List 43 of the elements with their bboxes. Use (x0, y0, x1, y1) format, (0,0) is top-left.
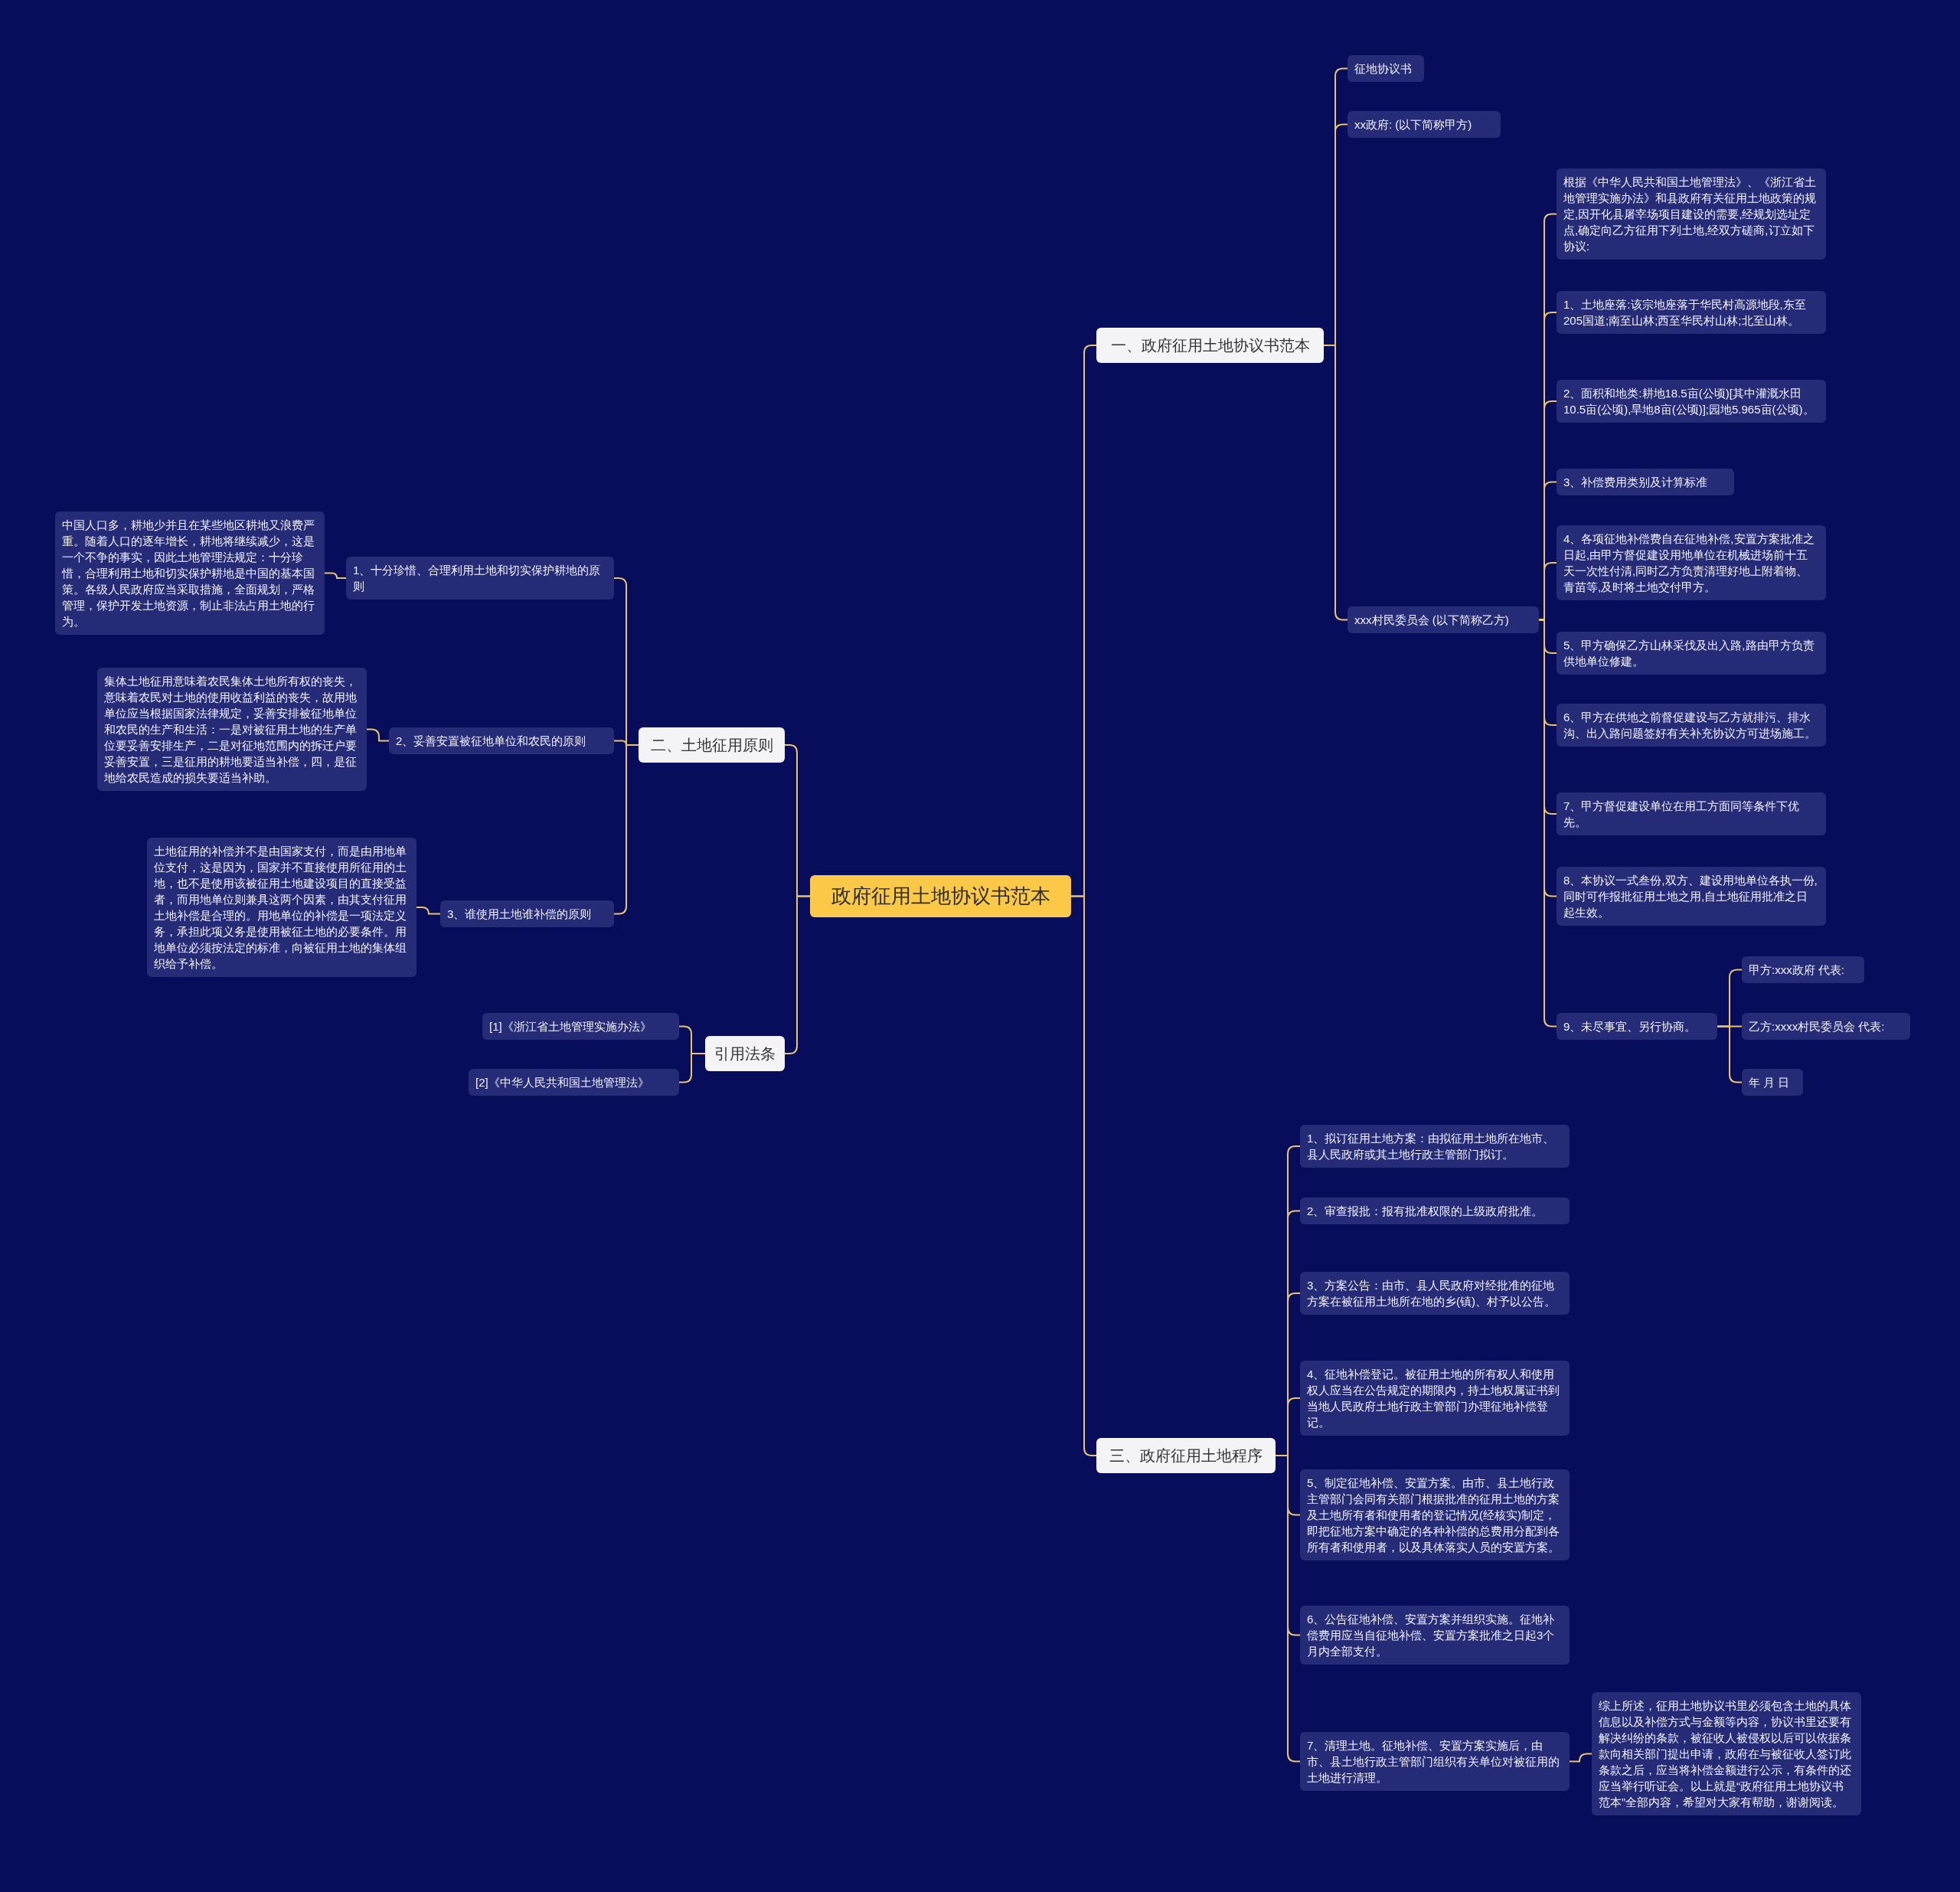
topic-box: 7、甲方督促建设单位在用工方面同等条件下优先。 (1557, 792, 1826, 835)
topic-box: 3、谁使用土地谁补偿的原则 (440, 900, 614, 927)
topic-box: 2、面积和地类:耕地18.5亩(公顷)[其中灌溉水田10.5亩(公顷),旱地8亩(公顷)];园地5.965亩(公顷)。 (1557, 380, 1826, 423)
topic-box: 3、补偿费用类别及计算标准 (1557, 469, 1734, 495)
topic-box: 4、征地补偿登记。被征用土地的所有权人和使用权人应当在公告规定的期限内，持土地权属证书到当地人民政府土地行政主管部门办理征地补偿登记。 (1300, 1361, 1570, 1436)
topic-box: 8、本协议一式叁份,双方、建设用地单位各执一份,同时可作报批征用土地之用,自土地征用批准之日起生效。 (1557, 867, 1826, 926)
topic-box: xxx村民委员会 (以下简称乙方) (1348, 606, 1539, 633)
topic-box: 6、公告征地补偿、安置方案并组织实施。征地补偿费用应当自征地补偿、安置方案批准之日起3个月内全部支付。 (1300, 1606, 1570, 1665)
topic-box: 根据《中华人民共和国土地管理法》、《浙江省土地管理实施办法》和县政府有关征用土地政策的规定,因开化县屠宰场项目建设的需要,经规划选址定点,确定向乙方征用下列土地,经双方磋商,订立如下协议: (1557, 168, 1826, 260)
topic-box: 乙方:xxxx村民委员会 代表: (1742, 1013, 1910, 1040)
topic-box: 综上所述，征用土地协议书里必须包含土地的具体信息以及补偿方式与金额等内容，协议书里还要有解决纠纷的条款，被征收人被侵权以后可以依据条款向相关部门提出申请，政府在与被征收人签订此条款之后，应当将补偿金额进行公示，有条件的还应当举行听证会。以上就是“政府征用土地协议书范本”全部内容，希望对大家有帮助，谢谢阅读。 (1592, 1692, 1861, 1815)
connector-line (416, 907, 441, 915)
topic-box: 2、审查报批：报有批准权限的上级政府批准。 (1300, 1198, 1570, 1224)
topic-box: 1、土地座落:该宗地座落于华民村高源地段,东至205国道;南至山林;西至华民村山林;北至山林。 (1557, 291, 1826, 334)
branch-topic: 二、土地征用原则 (639, 727, 785, 763)
topic-box: 9、未尽事宜、另行协商。 (1557, 1013, 1717, 1040)
topic-box: 5、甲方确保乙方山林采伐及出入路,路由甲方负责供地单位修建。 (1557, 632, 1826, 675)
topic-box: 5、制定征地补偿、安置方案。由市、县土地行政主管部门会同有关部门根据批准的征用土地的方案及土地所有者和使用者的登记情况(经核实)制定，即把征地方案中确定的各种补偿的总费用分配到各所有者和使用者，以及具体落实人员的安置方案。 (1300, 1469, 1570, 1560)
topic-box: 1、拟订征用土地方案：由拟征用土地所在地市、县人民政府或其土地行政主管部门拟订。 (1300, 1125, 1570, 1168)
topic-box: 中国人口多，耕地少并且在某些地区耕地又浪费严重。随着人口的逐年增长，耕地将继续减少，这是一个不争的事实，因此土地管理法规定：十分珍惜，合理利用土地和切实保护耕地是中国的基本国策。各级人民政府应当采取措施，全面规划，严格管理，保护开发土地资源，制止非法占用土地的行为。 (55, 511, 325, 635)
topic-box: 6、甲方在供地之前督促建设与乙方就排污、排水沟、出入路问题签好有关补充协议方可进场施工。 (1557, 704, 1826, 747)
topic-box: 1、十分珍惜、合理利用土地和切实保护耕地的原则 (346, 557, 614, 600)
connector-line (366, 728, 390, 742)
topic-box: 年 月 日 (1742, 1069, 1803, 1096)
central-topic: 政府征用土地协议书范本 (810, 875, 1071, 917)
topic-box: 7、清理土地。征地补偿、安置方案实施后，由市、县土地行政主管部门组织有关单位对被征用的土地进行清理。 (1300, 1732, 1570, 1791)
connector-line (678, 1053, 706, 1083)
connector-line (613, 744, 639, 915)
connector-line (324, 572, 347, 579)
topic-box: 征地协议书 (1348, 55, 1424, 82)
topic-box: 土地征用的补偿并不是由国家支付，而是由用地单位支付，这是因为，国家并不直接使用所征用的土地，也不是使用该被征用土地建设项目的直接受益者，而用地单位则兼具这两个因素，由其支付征用土地补偿是合理的。用地单位的补偿是一项法定义务，承担此项义务是使用被征土地的必要条件。用地单位必须按法定的标准，向被征用土地的集体组织给予补偿。 (147, 838, 416, 977)
branch-topic: 一、政府征用土地协议书范本 (1096, 328, 1324, 363)
topic-box: 3、方案公告：由市、县人民政府对经批准的征地方案在被征用土地所在地的乡(镇)、村予以公告。 (1300, 1272, 1570, 1315)
topic-box: xx政府: (以下简称甲方) (1348, 111, 1501, 138)
branch-topic: 三、政府征用土地程序 (1096, 1438, 1276, 1473)
topic-box: 甲方:xxx政府 代表: (1742, 956, 1864, 983)
branch-topic: 引用法条 (705, 1036, 785, 1071)
connector-line (1569, 1753, 1592, 1763)
topic-box: 4、各项征地补偿费自在征地补偿,安置方案批准之日起,由甲方督促建设用地单位在机械进场前十五天一次性付清,同时乙方负责清理好地上附着物、青苗等,及时将土地交付甲方。 (1557, 525, 1826, 600)
topic-box: [2]《中华人民共和国土地管理法》 (469, 1069, 679, 1096)
topic-box: [1]《浙江省土地管理实施办法》 (482, 1013, 679, 1040)
topic-box: 2、妥善安置被征地单位和农民的原则 (389, 727, 614, 754)
topic-box: 集体土地征用意味着农民集体土地所有权的丧失，意味着农民对土地的使用收益利益的丧失，故用地单位应当根据国家法律规定，妥善安排被征地单位和农民的生产和生活：一是对被征用土地的生产单位要妥善安排生产，二是对征地范围内的拆迁户要妥善安置，三是征用的耕地要适当补偿，四，是征地给农民造成的损失要适当补助。 (97, 668, 367, 791)
